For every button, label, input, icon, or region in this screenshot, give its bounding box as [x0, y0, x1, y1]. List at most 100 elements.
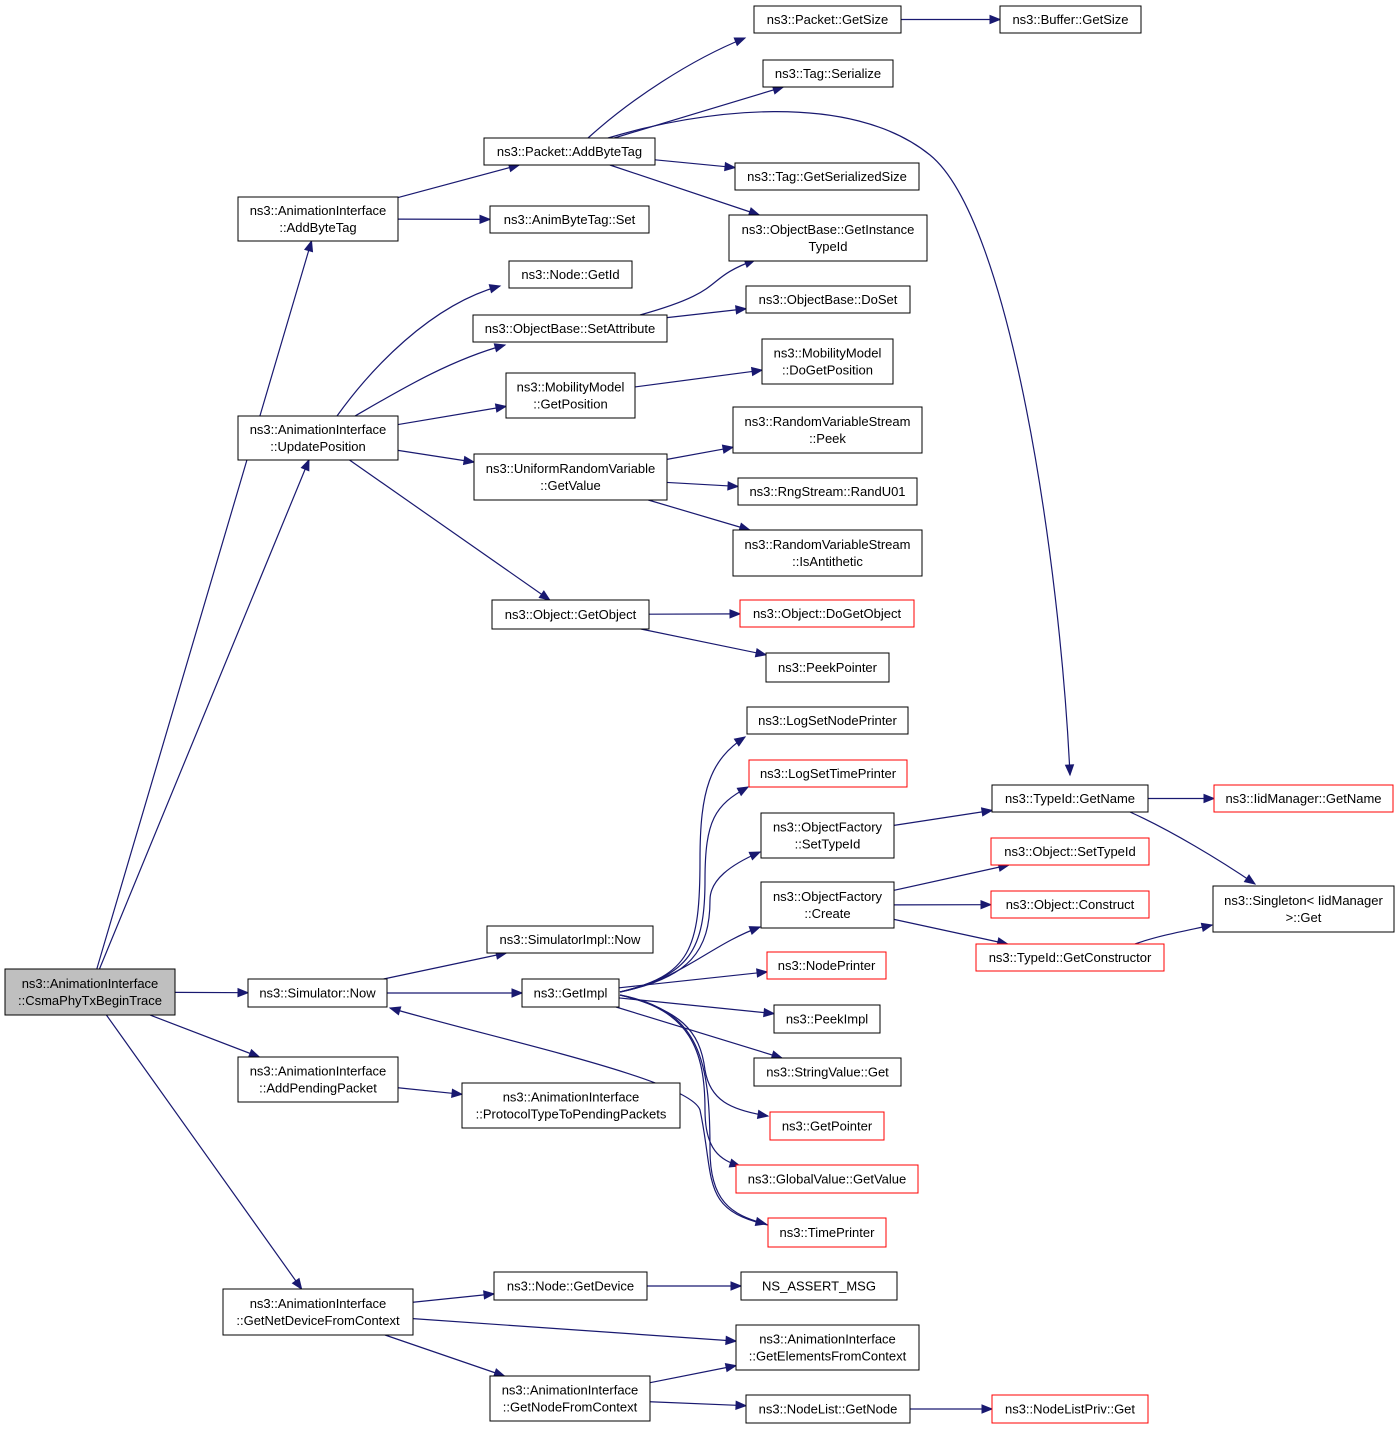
node-box — [483, 137, 656, 166]
node-objFactoryCreate[interactable]: ns3::ObjectFactory::Create — [760, 881, 895, 929]
edge-arrowhead — [494, 403, 508, 413]
edge-simulatorNow-to-getImpl — [387, 988, 524, 998]
node-box — [762, 59, 894, 88]
node-bufferGetSize[interactable]: ns3::Buffer::GetSize — [999, 5, 1142, 34]
node-label-line: ns3::Buffer::GetSize — [1012, 12, 1128, 27]
node-peekPointer[interactable]: ns3::PeekPointer — [765, 652, 890, 683]
edge-root-to-addByteTag — [96, 239, 314, 970]
node-mobilityGetPosition[interactable]: ns3::MobilityModel::GetPosition — [505, 372, 636, 419]
node-animByteTagSet[interactable]: ns3::AnimByteTag::Set — [489, 205, 650, 234]
node-nodeListGetNode[interactable]: ns3::NodeList::GetNode — [745, 1394, 911, 1424]
node-updatePosition[interactable]: ns3::AnimationInterface::UpdatePosition — [237, 415, 399, 461]
edge-arrowhead — [748, 851, 762, 861]
edge-arrowhead — [451, 1088, 464, 1098]
node-label-line: ns3::ObjectBase::SetAttribute — [485, 321, 656, 336]
node-logSetNodePrinter[interactable]: ns3::LogSetNodePrinter — [746, 706, 909, 735]
node-objFactorySetTypeId[interactable]: ns3::ObjectFactory::SetTypeId — [760, 812, 895, 859]
node-objectDoGetObject[interactable]: ns3::Object::DoGetObject — [739, 599, 915, 628]
edge-root-to-updatePosition — [98, 458, 310, 970]
node-root[interactable]: ns3::AnimationInterface::CsmaPhyTxBeginT… — [4, 968, 176, 1016]
node-getNodeFromContext[interactable]: ns3::AnimationInterface::GetNodeFromCont… — [489, 1375, 651, 1422]
node-protocolTypeToPending[interactable]: ns3::AnimationInterface::ProtocolTypeToP… — [461, 1082, 681, 1129]
edge-line — [397, 449, 475, 463]
edge-root-to-addPendingPacket — [149, 1014, 261, 1058]
node-tagGetSerializedSize[interactable]: ns3::Tag::GetSerializedSize — [734, 162, 920, 191]
edge-line — [412, 1318, 737, 1342]
edge-uniformGetValue-to-rngRandU01 — [666, 481, 740, 491]
edge-arrowhead — [721, 444, 735, 454]
node-packetAddByteTag[interactable]: ns3::Packet::AddByteTag — [483, 137, 656, 166]
node-typeIdGetName[interactable]: ns3::TypeId::GetName — [991, 784, 1149, 813]
node-objDoSet[interactable]: ns3::ObjectBase::DoSet — [745, 285, 911, 314]
node-uniformGetValue[interactable]: ns3::UniformRandomVariable::GetValue — [473, 453, 668, 501]
node-label-line: ns3::Packet::GetSize — [767, 12, 888, 27]
edge-arrowhead — [303, 239, 314, 253]
edge-getImpl-to-stringValueGet — [615, 1006, 784, 1060]
node-stringValueGet[interactable]: ns3::StringValue::Get — [753, 1057, 902, 1087]
node-logSetTimePrinter[interactable]: ns3::LogSetTimePrinter — [748, 759, 908, 788]
node-box — [735, 1324, 920, 1371]
node-nodeListPrivGet[interactable]: ns3::NodeListPriv::Get — [991, 1394, 1149, 1424]
edge-arrowhead — [479, 214, 492, 225]
node-peekImpl[interactable]: ns3::PeekImpl — [773, 1004, 881, 1034]
node-box — [739, 599, 915, 628]
node-objSetAttribute[interactable]: ns3::ObjectBase::SetAttribute — [472, 314, 668, 343]
node-getNetDeviceFromContext[interactable]: ns3::AnimationInterface::GetNetDeviceFro… — [222, 1288, 414, 1336]
node-label-line: ns3::NodeList::GetNode — [759, 1402, 898, 1417]
node-addPendingPacket[interactable]: ns3::AnimationInterface::AddPendingPacke… — [237, 1056, 399, 1103]
node-label-line: ns3::AnimationInterface — [250, 422, 387, 437]
node-rvsIsAntithetic[interactable]: ns3::RandomVariableStream::IsAntithetic — [732, 529, 923, 577]
node-label-line: ns3::AnimationInterface — [250, 1064, 387, 1079]
node-rngRandU01[interactable]: ns3::RngStream::RandU01 — [737, 477, 918, 506]
node-typeIdGetConstructor[interactable]: ns3::TypeId::GetConstructor — [975, 943, 1165, 972]
node-nodeGetId[interactable]: ns3::Node::GetId — [508, 260, 633, 289]
edge-getImpl-to-peekImpl — [618, 997, 776, 1018]
edge-nodeGetDevice-to-nsAssertMsg — [647, 1281, 743, 1291]
edge-line — [105, 1014, 303, 1290]
node-nodeGetDevice[interactable]: ns3::Node::GetDevice — [493, 1271, 648, 1301]
node-label-line: ns3::GetPointer — [782, 1119, 873, 1134]
node-label-line: NS_ASSERT_MSG — [762, 1279, 876, 1294]
node-getPointer[interactable]: ns3::GetPointer — [769, 1111, 885, 1141]
node-nsAssertMsg[interactable]: NS_ASSERT_MSG — [740, 1271, 898, 1301]
node-packetGetSize[interactable]: ns3::Packet::GetSize — [753, 5, 902, 34]
node-nodePrinter[interactable]: ns3::NodePrinter — [766, 951, 887, 980]
node-getElementsFromContext[interactable]: ns3::AnimationInterface::GetElementsFrom… — [735, 1324, 920, 1371]
node-box — [489, 1375, 651, 1422]
node-label-line: ns3::Object::Construct — [1006, 897, 1135, 912]
node-objectSetTypeId[interactable]: ns3::Object::SetTypeId — [990, 837, 1150, 866]
node-box — [745, 1394, 911, 1424]
edge-arrowhead — [237, 987, 250, 998]
node-simImplNow[interactable]: ns3::SimulatorImpl::Now — [486, 925, 654, 954]
edge-line — [619, 926, 761, 993]
node-addByteTag[interactable]: ns3::AnimationInterface::AddByteTag — [237, 196, 399, 242]
node-objectConstruct[interactable]: ns3::Object::Construct — [990, 890, 1150, 919]
edge-arrowhead — [730, 1281, 743, 1291]
node-singletonGet[interactable]: ns3::Singleton< IidManager >::Get — [1212, 885, 1395, 933]
node-tagSerialize[interactable]: ns3::Tag::Serialize — [762, 59, 894, 88]
node-box — [473, 453, 668, 501]
node-box — [521, 978, 620, 1008]
node-label-line: ns3::AnimationInterface — [250, 203, 387, 218]
node-getImpl[interactable]: ns3::GetImpl — [521, 978, 620, 1008]
edge-arrowhead — [980, 899, 993, 910]
node-rvsPeek[interactable]: ns3::RandomVariableStream::Peek — [732, 406, 923, 454]
edge-line — [349, 459, 551, 601]
node-globalValueGetValue[interactable]: ns3::GlobalValue::GetValue — [735, 1164, 919, 1194]
edge-getImpl-to-logSetTimePrinter — [619, 786, 750, 993]
node-simulatorNow[interactable]: ns3::Simulator::Now — [247, 978, 388, 1008]
node-mobilityDoGetPosition[interactable]: ns3::MobilityModel::DoGetPosition — [761, 338, 894, 385]
node-label-line: ns3::ObjectBase::DoSet — [759, 292, 898, 307]
edge-line — [96, 240, 313, 970]
edge-updatePosition-to-nodeGetId — [336, 284, 502, 417]
node-objectGetObject[interactable]: ns3::Object::GetObject — [491, 599, 650, 630]
edge-getImpl-to-objFactoryCreate — [619, 926, 762, 993]
node-label-line: ::GetPosition — [533, 397, 607, 412]
edge-simulatorNow-to-simImplNow — [383, 950, 508, 980]
node-box — [975, 943, 1165, 972]
node-iidManagerGetName[interactable]: ns3::IidManager::GetName — [1213, 784, 1394, 813]
node-box — [222, 1288, 414, 1336]
edge-arrowhead — [733, 37, 747, 47]
node-timePrinter[interactable]: ns3::TimePrinter — [767, 1217, 887, 1248]
